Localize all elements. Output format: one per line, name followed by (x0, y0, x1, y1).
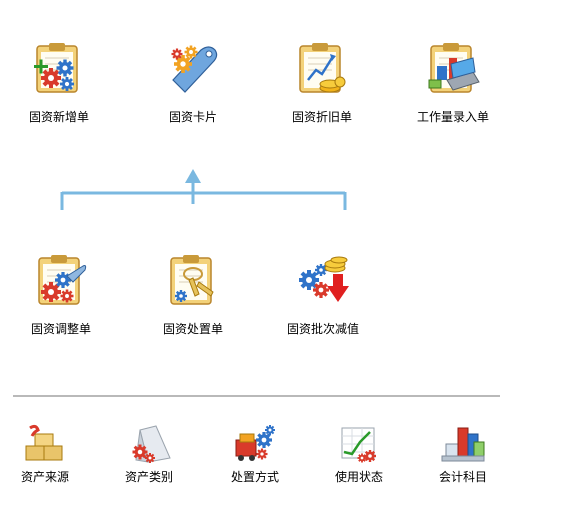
batch-impairment-icon (299, 256, 349, 302)
module-label: 固资批次减值 (286, 322, 359, 336)
basic-accounting-subject[interactable]: 会计科目 (418, 424, 508, 485)
accounting-subject-icon (441, 427, 485, 462)
depreciation-icon (299, 42, 346, 93)
disposal-method-icon (235, 425, 275, 461)
asset-category-icon (132, 425, 171, 463)
basic-asset-source[interactable]: 资产来源 (0, 424, 90, 485)
basic-label: 处置方式 (230, 470, 279, 484)
module-asset-disposal[interactable]: 固资处置单 (138, 252, 248, 337)
asset-add-icon (34, 42, 78, 93)
module-label: 固资新增单 (28, 110, 89, 124)
basic-label: 资产类别 (124, 470, 173, 484)
module-label: 固资处置单 (162, 322, 223, 336)
basic-usage-status[interactable]: 使用状态 (314, 424, 404, 485)
section-divider (13, 395, 500, 397)
module-label: 固资调整单 (30, 322, 91, 336)
basic-disposal-method[interactable]: 处置方式 (210, 424, 300, 485)
module-asset-adjust[interactable]: 固资调整单 (6, 252, 116, 337)
asset-adjust-icon (38, 254, 87, 305)
module-label: 固资卡片 (168, 110, 217, 124)
asset-source-icon (25, 424, 63, 461)
asset-disposal-icon (170, 254, 214, 305)
basic-label: 会计科目 (438, 470, 487, 484)
module-asset-add[interactable]: 固资新增单 (4, 40, 114, 125)
module-label: 工作量录入单 (416, 110, 489, 124)
module-batch-impairment[interactable]: 固资批次减值 (268, 252, 378, 337)
basic-asset-category[interactable]: 资产类别 (104, 424, 194, 485)
workload-entry-icon (428, 42, 480, 93)
usage-status-icon (341, 427, 376, 463)
module-depreciation[interactable]: 固资折旧单 (267, 40, 377, 125)
basic-label: 资产来源 (20, 470, 69, 484)
module-workload-entry[interactable]: 工作量录入单 (398, 40, 508, 125)
asset-card-icon (171, 45, 218, 93)
basic-label: 使用状态 (334, 470, 383, 484)
module-asset-card[interactable]: 固资卡片 (138, 40, 248, 125)
module-label: 固资折旧单 (291, 110, 352, 124)
